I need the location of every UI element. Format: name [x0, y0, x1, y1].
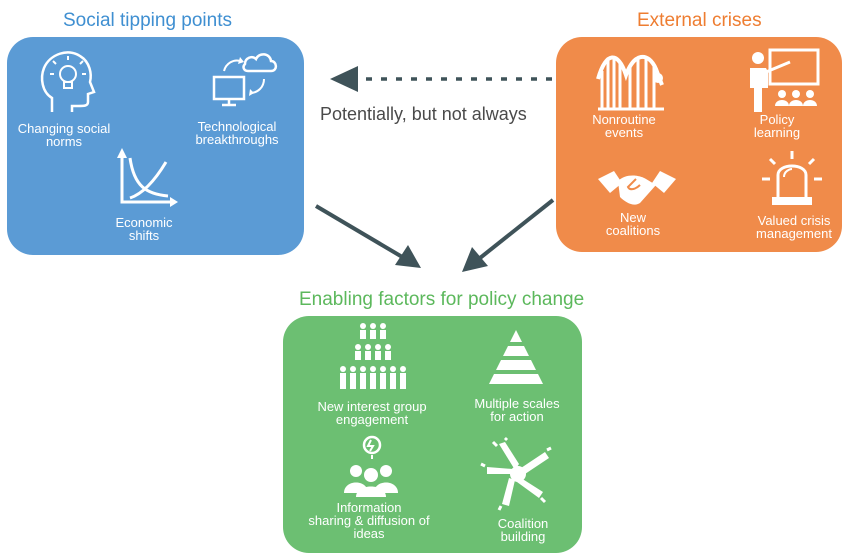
enabling-factors-title: Enabling factors for policy change [299, 289, 585, 310]
new-coalitions-label: New coalitions [605, 210, 661, 238]
information-sharing-label: Information sharing & diffusion of ideas [308, 500, 430, 541]
dotted-arrow-left-icon [330, 66, 552, 92]
multiple-scales-for-action-label: Multiple scales for action [474, 396, 560, 424]
external-crises-box [556, 37, 842, 252]
presenter-audience-icon [750, 48, 820, 112]
crowd-pyramid-icon [340, 323, 406, 389]
new-interest-group-engagement-label: New interest group engagement [317, 399, 427, 427]
joined-hands-icon [480, 436, 552, 511]
technological-breakthroughs-label: Technological breakthroughs [195, 119, 279, 147]
potentially-label: Potentially, but not always [320, 104, 527, 124]
head-lightbulb-icon [40, 51, 96, 112]
nonroutine-events-label: Nonroutine events [592, 112, 656, 140]
external-crises-title: External crises [637, 10, 762, 31]
arrow-social-to-enabling-icon [314, 204, 421, 268]
rollercoaster-icon [596, 55, 664, 111]
siren-light-icon [762, 151, 822, 205]
group-idea-icon [344, 435, 398, 497]
crossing-curves-chart-icon [117, 148, 178, 207]
handshake-icon [598, 171, 676, 205]
arrow-external-to-enabling-icon [462, 198, 555, 272]
coalition-building-label: Coalition building [497, 516, 549, 544]
layered-pyramid-icon [489, 330, 543, 384]
policy-learning-label: Policy learning [753, 112, 801, 140]
economic-shifts-label: Economic shifts [115, 215, 173, 243]
changing-social-norms-label: Changing social norms [17, 121, 111, 149]
social-tipping-points-box [7, 37, 304, 255]
enabling-factors-box [283, 316, 582, 553]
social-tipping-points-title: Social tipping points [63, 10, 232, 31]
valued-crisis-management-label: Valued crisis management [756, 213, 832, 241]
computer-cloud-icon [212, 53, 278, 107]
